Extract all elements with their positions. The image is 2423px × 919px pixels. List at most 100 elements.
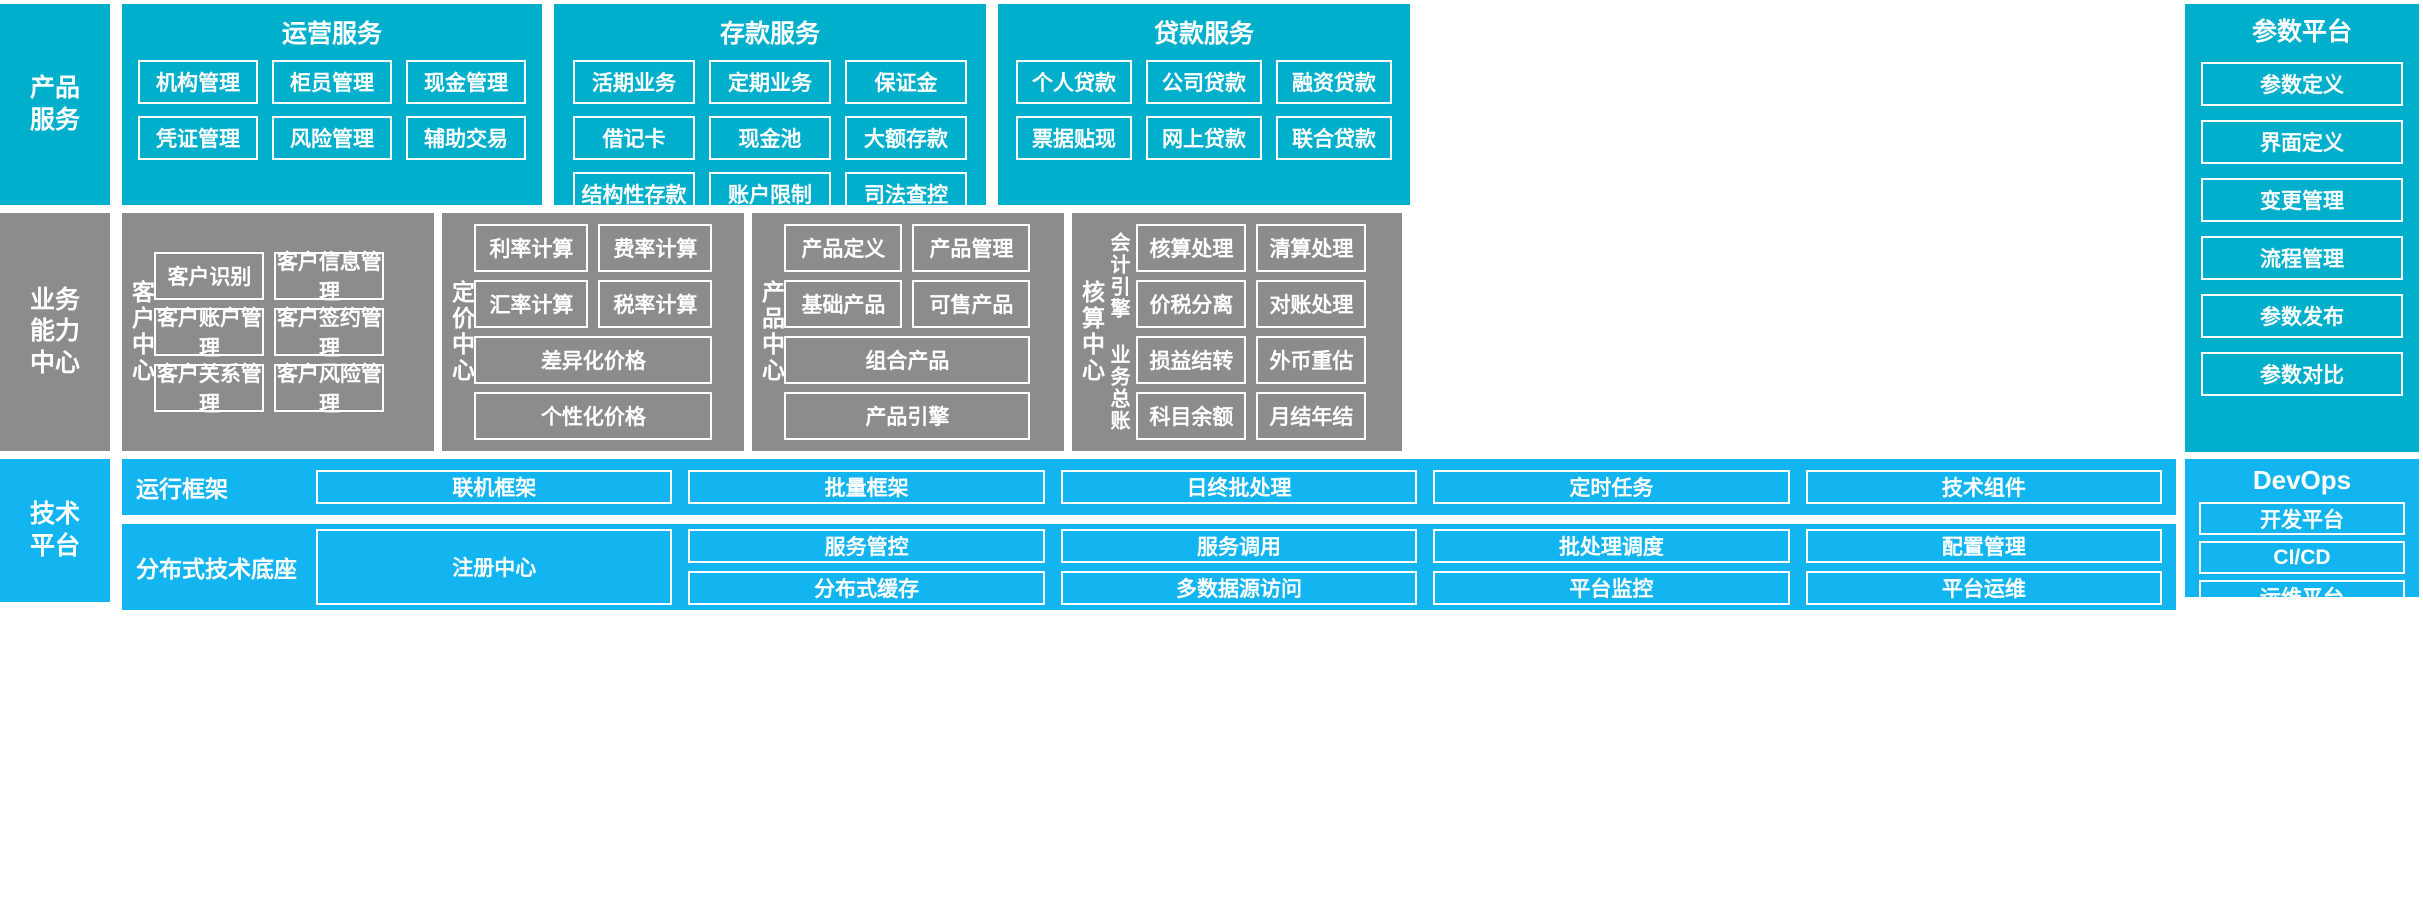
tech-box[interactable]: 批量框架: [688, 470, 1045, 504]
band-column: 服务管控 分布式缓存: [688, 529, 1045, 605]
group-operation-services: 运营服务 机构管理 柜员管理 现金管理 凭证管理 风险管理 辅助交易: [122, 4, 542, 205]
capability-box[interactable]: 对账处理: [1256, 280, 1367, 328]
tech-box[interactable]: 多数据源访问: [1060, 571, 1418, 605]
service-box[interactable]: 大额存款: [845, 116, 967, 160]
tech-box[interactable]: 日终批处理: [1060, 470, 1418, 504]
service-box[interactable]: 柜员管理: [272, 60, 392, 104]
service-box[interactable]: 活期业务: [573, 60, 695, 104]
capability-box[interactable]: 产品引擎: [784, 392, 1031, 440]
service-box[interactable]: 现金池: [709, 116, 831, 160]
center-item-row: 客户关系管理 客户风险管理: [154, 363, 385, 416]
technology-bands: 运行框架 联机框架 批量框架 日终批处理 定时任务 技术组件: [122, 459, 2176, 915]
service-box[interactable]: 保证金: [845, 60, 967, 104]
service-box[interactable]: 融资贷款: [1276, 60, 1392, 104]
layer-label-line: 业务: [29, 286, 80, 315]
parameter-item[interactable]: 变更管理: [2201, 178, 2403, 222]
band-distributed-foundation: 分布式技术底座 注册中心 服务管控 分布式缓存 服务调用 多数据源访问 批处理调…: [122, 524, 2176, 610]
service-box[interactable]: 凭证管理: [138, 116, 258, 160]
tech-box[interactable]: 分布式缓存: [688, 571, 1045, 605]
tech-box[interactable]: 服务管控: [688, 529, 1045, 563]
capability-box[interactable]: 差异化价格: [474, 336, 713, 384]
capability-box[interactable]: 利率计算: [474, 224, 589, 272]
layer-label-line: 技术: [29, 500, 80, 529]
tech-box[interactable]: 注册中心: [316, 529, 673, 605]
product-service-groups: 运营服务 机构管理 柜员管理 现金管理 凭证管理 风险管理 辅助交易 存款服务 …: [122, 4, 1410, 216]
devops-item[interactable]: 运维平台: [2199, 580, 2405, 613]
capability-box[interactable]: 外币重估: [1256, 336, 1367, 384]
center-customer: 客户中心 客户识别 客户信息管理 客户账户管理 客户签约管理 客户关系管理 客户…: [122, 213, 434, 451]
service-box[interactable]: 网上贷款: [1146, 116, 1262, 160]
parameter-item[interactable]: 参数定义: [2201, 62, 2403, 106]
capability-box[interactable]: 产品定义: [784, 224, 903, 272]
devops-item[interactable]: CI/CD: [2199, 541, 2405, 574]
devops-title: DevOps: [2252, 465, 2352, 495]
subgroup-items: 核算处理 清算处理 价税分离 对账处理: [1136, 224, 1367, 328]
layer-label-line: 能力: [29, 317, 80, 346]
center-accounting: 核算中心 会计引擎 核算处理 清算处理 价税分离 对账处理: [1072, 213, 1402, 451]
parameter-item[interactable]: 流程管理: [2201, 236, 2403, 280]
capability-box[interactable]: 清算处理: [1256, 224, 1367, 272]
center-items: 客户识别 客户信息管理 客户账户管理 客户签约管理 客户关系管理 客户风险管理: [154, 221, 385, 443]
capability-box[interactable]: 可售产品: [912, 280, 1031, 328]
tech-box[interactable]: 平台监控: [1433, 571, 1790, 605]
group-items: 个人贷款 公司贷款 融资贷款 票据贴现 网上贷款 联合贷款: [1010, 60, 1398, 160]
tech-box[interactable]: 配置管理: [1805, 529, 2163, 563]
service-box[interactable]: 辅助交易: [406, 116, 526, 160]
devops-item[interactable]: 开发平台: [2199, 502, 2405, 535]
service-box[interactable]: 公司贷款: [1146, 60, 1262, 104]
layer-label-technology-platform: 技术 平台: [0, 459, 110, 602]
center-item-row: 差异化价格: [474, 336, 713, 384]
service-box[interactable]: 现金管理: [406, 60, 526, 104]
capability-box[interactable]: 基础产品: [784, 280, 903, 328]
tech-box[interactable]: 平台运维: [1805, 571, 2163, 605]
capability-box[interactable]: 客户识别: [154, 252, 265, 300]
capability-box[interactable]: 客户信息管理: [274, 251, 385, 304]
capability-box[interactable]: 税率计算: [598, 280, 713, 328]
center-label: 客户中心: [128, 280, 155, 384]
layer-business-capability: 业务 能力 中心 客户中心 客户识别 客户信息管理 客户账户管理 客户签约管理: [0, 213, 2423, 451]
center-label: 产品中心: [758, 280, 785, 384]
service-box[interactable]: 联合贷款: [1276, 116, 1392, 160]
tech-box[interactable]: 服务调用: [1060, 529, 1418, 563]
capability-box[interactable]: 个性化价格: [474, 392, 713, 440]
parameter-item[interactable]: 参数发布: [2201, 294, 2403, 338]
capability-box[interactable]: 科目余额: [1136, 392, 1247, 440]
center-label: 定价中心: [448, 280, 475, 384]
capability-box[interactable]: 客户账户管理: [154, 307, 265, 360]
capability-box[interactable]: 费率计算: [598, 224, 713, 272]
tech-box[interactable]: 联机框架: [316, 470, 673, 504]
tech-box[interactable]: 技术组件: [1805, 470, 2163, 504]
layer-label-line: 平台: [29, 531, 80, 560]
center-item-row: 损益结转 外币重估: [1136, 336, 1367, 384]
service-box[interactable]: 账户限制: [709, 172, 831, 216]
service-box[interactable]: 司法查控: [845, 172, 967, 216]
service-box[interactable]: 定期业务: [709, 60, 831, 104]
capability-box[interactable]: 客户签约管理: [274, 307, 385, 360]
center-item-row: 产品引擎: [784, 392, 1031, 440]
parameter-item[interactable]: 界面定义: [2201, 120, 2403, 164]
tech-box[interactable]: 定时任务: [1433, 470, 1790, 504]
capability-box[interactable]: 月结年结: [1256, 392, 1367, 440]
service-box[interactable]: 机构管理: [138, 60, 258, 104]
service-box[interactable]: 风险管理: [272, 116, 392, 160]
parameter-item[interactable]: 参数对比: [2201, 352, 2403, 396]
band-items: 联机框架 批量框架 日终批处理 定时任务 技术组件: [316, 470, 2163, 504]
capability-box[interactable]: 客户关系管理: [154, 363, 265, 416]
center-item-row: 产品定义 产品管理: [784, 224, 1031, 272]
band-column: 技术组件: [1805, 470, 2163, 504]
capability-box[interactable]: 汇率计算: [474, 280, 589, 328]
capability-box[interactable]: 核算处理: [1136, 224, 1247, 272]
service-box[interactable]: 结构性存款: [573, 172, 695, 216]
band-items: 注册中心 服务管控 分布式缓存 服务调用 多数据源访问 批处理调度 平台监控: [316, 529, 2163, 605]
capability-box[interactable]: 价税分离: [1136, 280, 1247, 328]
service-box[interactable]: 借记卡: [573, 116, 695, 160]
capability-box[interactable]: 组合产品: [784, 336, 1031, 384]
service-box[interactable]: 个人贷款: [1016, 60, 1132, 104]
layer-label-line: 服务: [29, 105, 80, 134]
capability-box[interactable]: 产品管理: [912, 224, 1031, 272]
capability-box[interactable]: 客户风险管理: [274, 363, 385, 416]
capability-box[interactable]: 损益结转: [1136, 336, 1247, 384]
tech-box[interactable]: 批处理调度: [1433, 529, 1790, 563]
service-box[interactable]: 票据贴现: [1016, 116, 1132, 160]
group-title: 存款服务: [719, 20, 820, 48]
